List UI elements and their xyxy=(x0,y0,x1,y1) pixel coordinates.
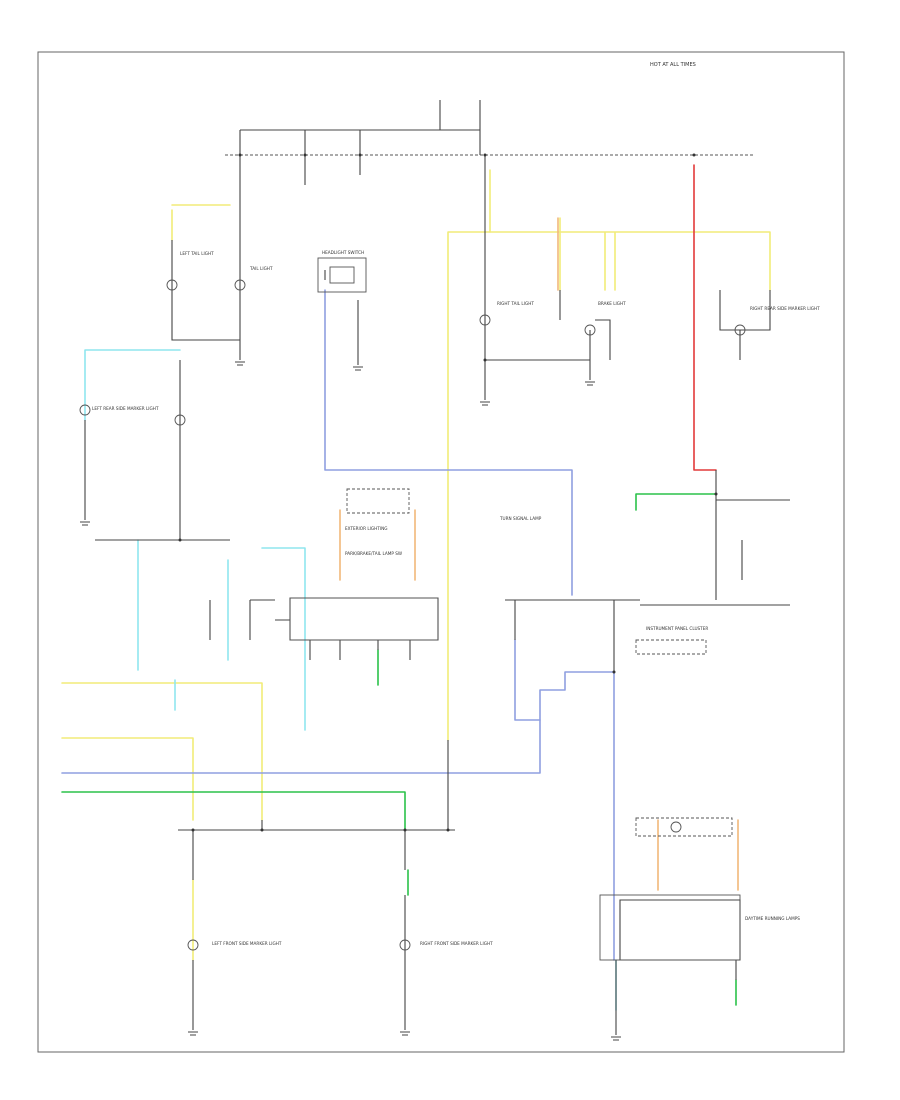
pin xyxy=(714,492,718,496)
connector-label: PARK/BRAKE/TAIL LAMP SW xyxy=(345,551,402,556)
blue-wires xyxy=(61,289,615,961)
cyan-wires xyxy=(84,349,617,1011)
pin xyxy=(446,828,450,832)
connector-label: TURN SIGNAL LAMP xyxy=(499,516,542,521)
drl-module-symbol xyxy=(670,821,682,833)
pin xyxy=(612,670,616,674)
pin xyxy=(303,153,307,157)
ground-icon xyxy=(611,1036,621,1041)
green-wires xyxy=(61,493,737,1006)
fuse-drops xyxy=(239,155,486,210)
left-rear-bulb-icon xyxy=(79,404,91,416)
connector-label: INSTRUMENT PANEL CLUSTER xyxy=(646,626,708,631)
connector-pins xyxy=(178,153,718,832)
orange-wire-right xyxy=(657,819,739,891)
cyan-wire-left xyxy=(84,349,181,671)
pin xyxy=(483,358,487,362)
fuse-feed-top xyxy=(239,100,481,155)
pin xyxy=(483,153,487,157)
connector-label: RIGHT REAR SIDE MARKER LIGHT xyxy=(750,306,820,311)
left-lamp-circuit xyxy=(171,210,241,360)
rear-bulb-icon xyxy=(174,414,186,426)
cyan-wire-center xyxy=(227,547,306,731)
connector-label: EXTERIOR LIGHTING xyxy=(345,526,387,531)
tail-bulb-icon xyxy=(234,279,246,291)
left-front-marker-bulb-icon xyxy=(187,939,199,951)
ground-icons xyxy=(80,361,621,1041)
connector-label: DAYTIME RUNNING LAMPS xyxy=(745,916,800,921)
ipc-circuit xyxy=(289,597,439,641)
components xyxy=(289,257,741,961)
right-marker-circuit xyxy=(615,899,741,1035)
diagram-border xyxy=(37,51,845,1053)
right-marker-module xyxy=(599,894,741,961)
cluster-right xyxy=(640,470,790,606)
pin xyxy=(191,828,195,832)
right-tail-bulb-icon xyxy=(479,314,491,326)
connector-label: LEFT FRONT SIDE MARKER LIGHT xyxy=(212,941,282,946)
ground-icon xyxy=(480,401,490,406)
ground-icon xyxy=(188,1031,198,1036)
pin xyxy=(238,153,242,157)
cluster-circuit xyxy=(505,599,640,672)
drl-module xyxy=(635,817,733,837)
ground-icon xyxy=(400,1031,410,1036)
left-marker-circuit xyxy=(192,895,406,1030)
headlight-switch-symbol xyxy=(329,266,355,284)
green-wire-right xyxy=(635,493,717,511)
yellow-wire-harness-1 xyxy=(61,682,263,821)
left-tail-bulb-icon xyxy=(166,279,178,291)
switch-circuit xyxy=(324,270,359,365)
green-wire-harness xyxy=(61,791,406,831)
pin xyxy=(403,828,407,832)
ground-icon xyxy=(585,381,595,386)
blue-wire-harness xyxy=(61,671,615,961)
exterior-lighting-module xyxy=(346,488,410,514)
headlight-switch-box xyxy=(317,257,367,293)
left-bulb-circuit xyxy=(84,360,230,541)
right-front-marker-bulb-icon xyxy=(399,939,411,951)
bottom-splice xyxy=(178,740,455,880)
yellow-wire-feed xyxy=(171,204,771,741)
instrument-panel-cluster-box xyxy=(289,597,439,641)
brake-bulb-icon xyxy=(584,324,596,336)
orange-wires xyxy=(339,217,739,891)
ground-icon xyxy=(235,361,245,366)
connector-label: RIGHT TAIL LIGHT xyxy=(497,301,534,306)
connector-label: LEFT REAR SIDE MARKER LIGHT xyxy=(92,406,159,411)
orange-wire-ipc xyxy=(339,509,416,581)
pin xyxy=(358,153,362,157)
red-wire-battery xyxy=(693,164,717,471)
ground-icon xyxy=(353,366,363,371)
connector-label-group: LEFT TAIL LIGHT TAIL LIGHT RIGHT TAIL LI… xyxy=(92,250,820,946)
fuse-block-label: HOT AT ALL TIMES xyxy=(650,62,696,68)
blue-wire-cluster xyxy=(514,639,541,721)
ipc-pins xyxy=(309,640,411,660)
pin xyxy=(260,828,264,832)
bulb-icons xyxy=(79,279,746,951)
red-wires xyxy=(693,164,717,471)
yellow-wires xyxy=(61,169,771,961)
pin xyxy=(692,153,696,157)
ground-icon xyxy=(80,521,90,526)
black-wires xyxy=(84,100,790,1035)
right-lamps-circuit xyxy=(484,190,771,400)
pin xyxy=(178,538,182,542)
right-rear-bulb-icon xyxy=(734,324,746,336)
connector-label: HEADLIGHT SWITCH xyxy=(322,250,364,255)
connector-label: LEFT TAIL LIGHT xyxy=(180,251,214,256)
connector-label: RIGHT FRONT SIDE MARKER LIGHT xyxy=(420,941,493,946)
tail-light-circuit xyxy=(209,599,290,640)
yellow-wire-harness-2 xyxy=(61,737,194,961)
connector-label: BRAKE LIGHT xyxy=(598,301,626,306)
blue-wire-switch xyxy=(324,289,573,596)
cluster-connector xyxy=(635,639,707,655)
green-wire-cluster xyxy=(377,649,409,896)
connector-label: TAIL LIGHT xyxy=(249,266,273,271)
